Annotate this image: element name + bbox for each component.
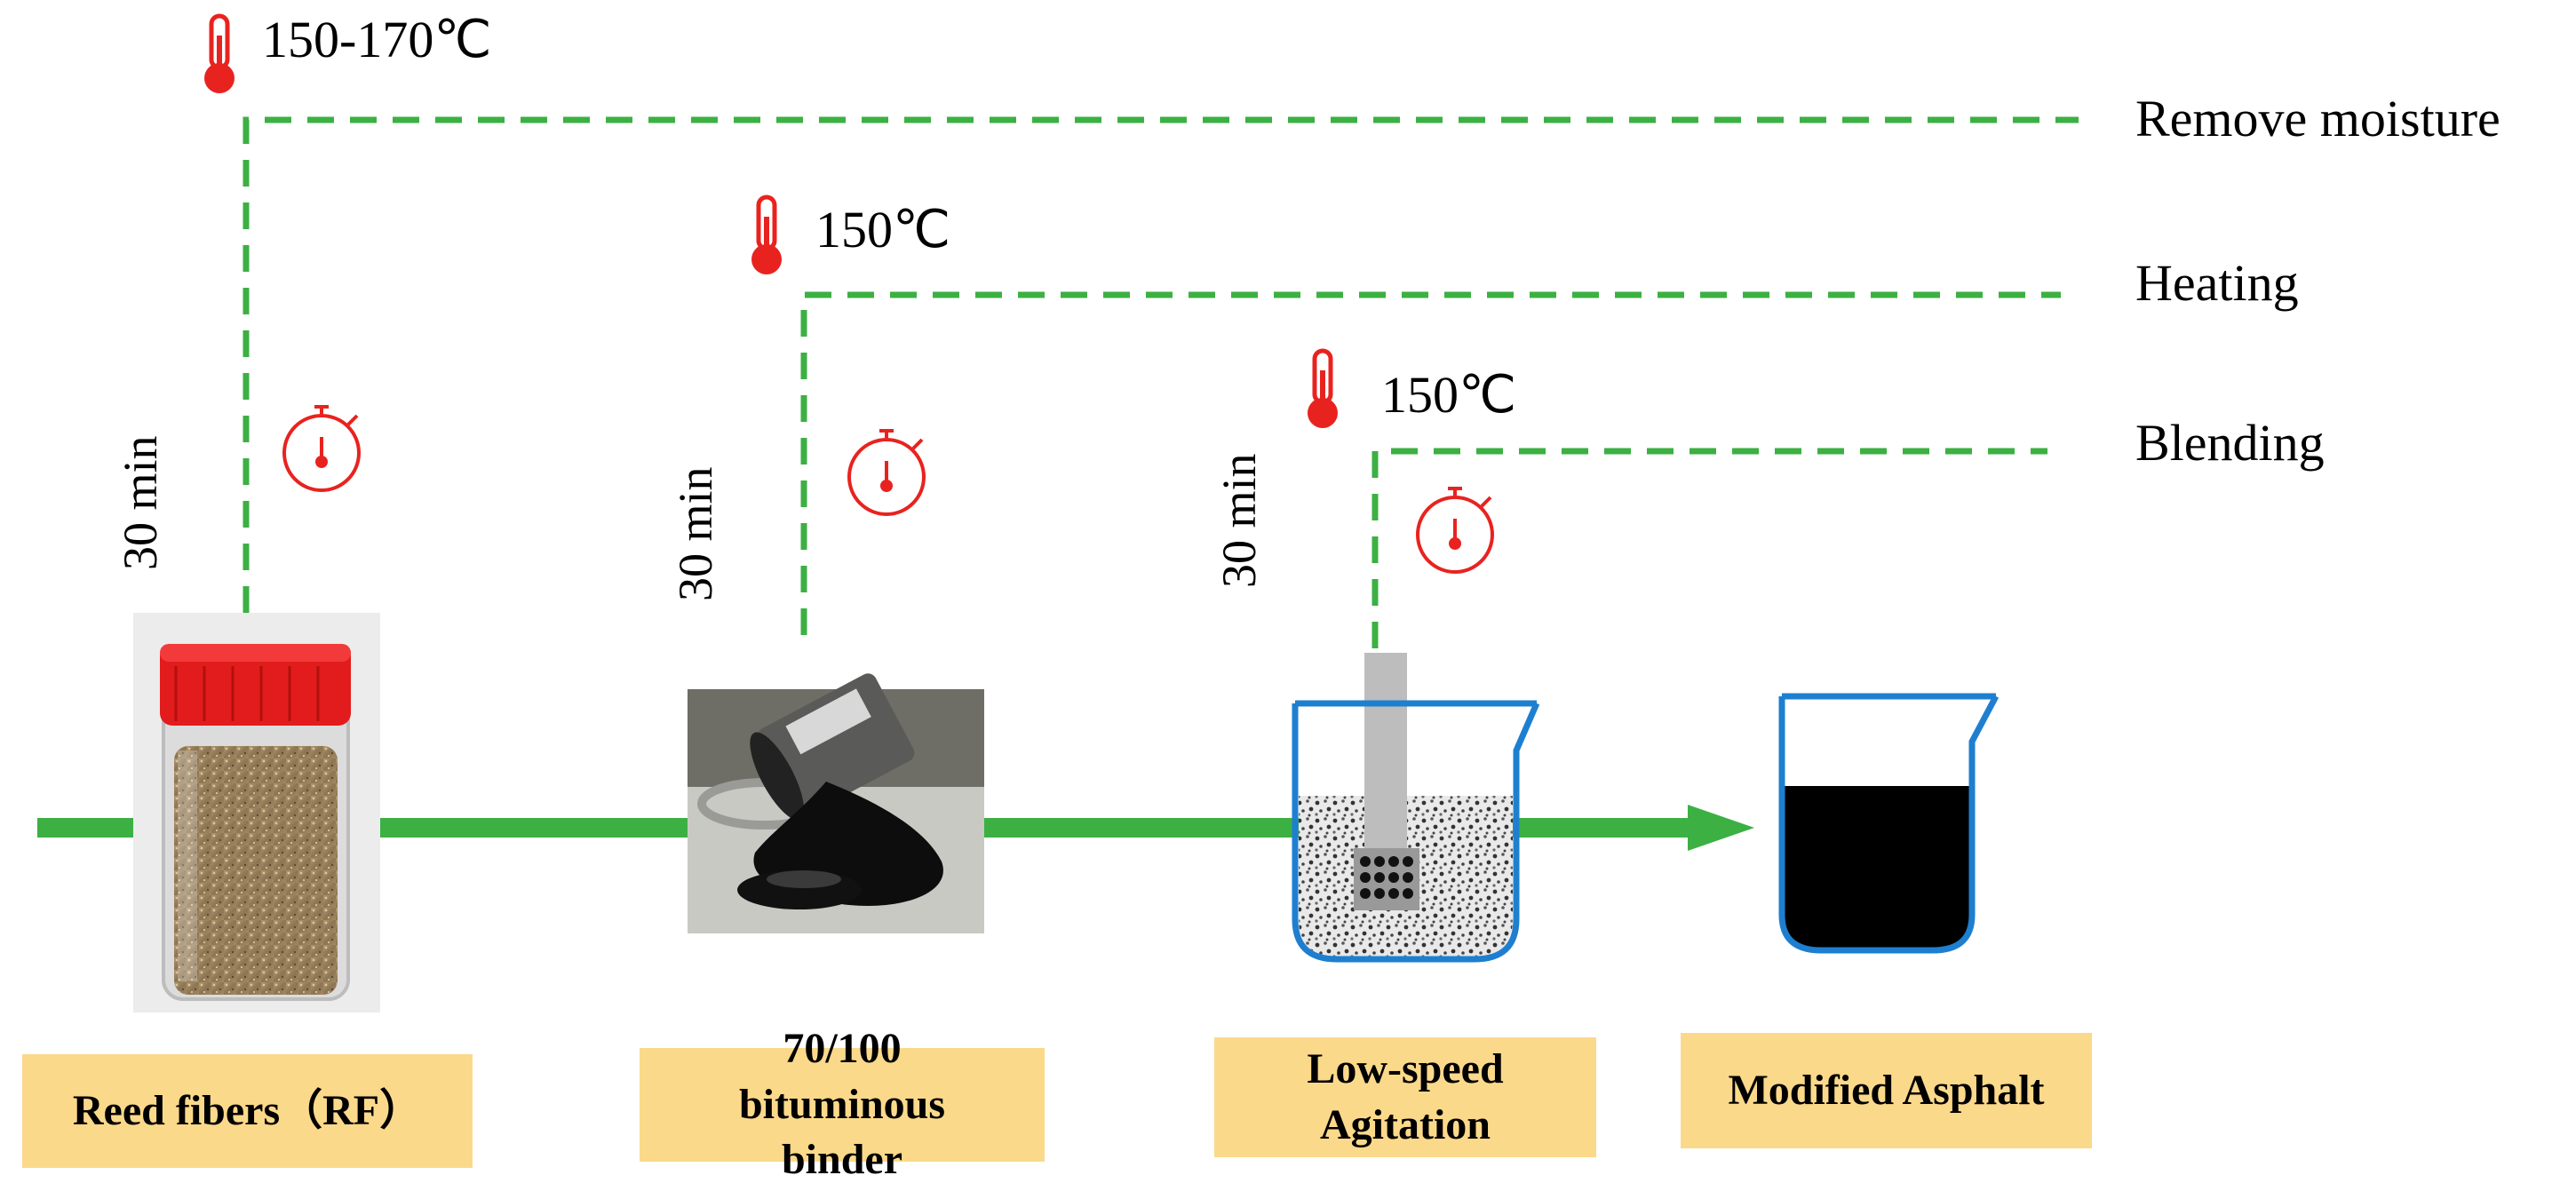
thermometer-icon [204,13,235,93]
temperature-label-heating: 150℃ [815,201,951,258]
label-modified-asphalt: Modified Asphalt [1681,1033,2092,1148]
thermometer-icon [751,195,782,274]
time-label-blending: 30 min [1212,453,1266,588]
dashed-line-blending [1371,448,2047,648]
stopwatch-icon [282,405,361,492]
time-label-heating: 30 min [669,466,722,601]
thermometer-icon [1308,348,1338,428]
step-label-heating: Heating [2135,254,2299,312]
label-reed-fibers: Reed fibers（RF） [22,1054,473,1168]
stopwatch-icon [1416,487,1494,574]
step-label-blending: Blending [2135,414,2325,472]
asphalt-can-image [688,673,984,933]
step-label-remove-moisture: Remove moisture [2135,90,2500,147]
temperature-label-blending: 150℃ [1381,366,1517,424]
reed-fiber-jar-image [133,613,380,1012]
dashed-line-heating [800,291,2061,635]
modified-asphalt-beaker-image [1778,693,2000,954]
temperature-label-remove-moisture: 150-170℃ [262,11,492,68]
time-label-remove-moisture: 30 min [114,435,167,570]
agitation-beaker-image [1292,653,1540,963]
dashed-line-remove-moisture [242,116,2079,613]
stopwatch-icon [847,429,926,516]
label-low-speed-agitation: Low-speed Agitation [1214,1037,1596,1157]
dashed-process-lines [242,116,2079,648]
label-bituminous-binder: 70/100 bituminous binder [640,1025,1045,1183]
